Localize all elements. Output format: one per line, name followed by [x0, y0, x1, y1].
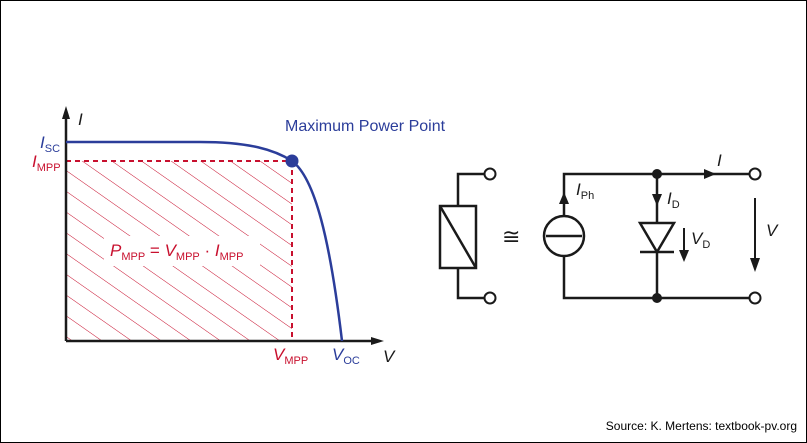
vmpp-label: VMPP — [273, 345, 308, 367]
cell-terminal-bottom — [483, 291, 497, 305]
output-current-arrow — [704, 169, 716, 179]
x-axis-label: V — [383, 347, 396, 366]
id-arrow — [652, 194, 662, 206]
output-terminal-bottom — [748, 291, 762, 305]
v-output-label: V — [766, 221, 779, 240]
v-output-arrow — [750, 198, 760, 272]
pv-cell-symbol — [438, 172, 490, 300]
x-axis-arrow — [371, 337, 384, 345]
vd-label: VD — [691, 229, 710, 251]
diode-icon — [637, 221, 677, 255]
power-formula: PMPP = VMPP · IMPP — [110, 241, 243, 263]
mpp-callout: Maximum Power Point — [285, 118, 446, 135]
output-terminal-top — [748, 167, 762, 181]
voc-label: VOC — [332, 345, 360, 367]
impp-label: IMPP — [32, 152, 61, 174]
congruent-symbol: ≅ — [502, 224, 520, 249]
id-label: ID — [667, 189, 680, 211]
junction-top — [652, 169, 662, 179]
iph-arrow — [559, 192, 569, 204]
mpp-marker — [285, 154, 299, 168]
isc-label: ISC — [40, 133, 60, 155]
cell-terminal-top — [483, 167, 497, 181]
source-caption: Source: K. Mertens: textbook-pv.org — [605, 419, 797, 433]
junction-bottom — [652, 293, 662, 303]
vd-arrow — [679, 228, 689, 262]
formula-background — [104, 236, 260, 266]
y-axis-label: I — [78, 110, 83, 129]
y-axis-arrow — [62, 106, 70, 119]
current-out-label: I — [717, 151, 722, 170]
iph-label: IPh — [576, 180, 594, 202]
